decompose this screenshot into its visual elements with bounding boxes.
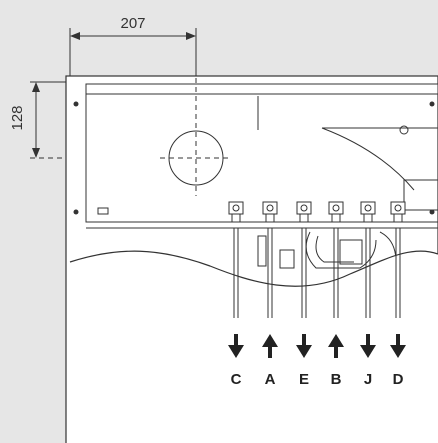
fitting-nut-c	[228, 201, 244, 215]
connection-d: D	[390, 334, 406, 388]
fitting-e	[296, 201, 312, 223]
fitting-bore-c	[232, 204, 240, 212]
fitting-stem-e	[299, 213, 309, 223]
fitting-stem-d	[393, 213, 403, 223]
arrow-shaft-a	[268, 346, 272, 358]
fitting-bore-a	[266, 204, 274, 212]
dim-arrowhead-left	[70, 32, 80, 40]
cutaway-fill	[70, 251, 438, 443]
arrow-shaft-e	[302, 334, 306, 346]
pipe-drops	[233, 228, 401, 318]
mount-dot-tl	[73, 101, 79, 107]
fitting-nut-j	[360, 201, 376, 215]
dimension-horizontal: 207	[69, 15, 197, 78]
fitting-d	[390, 201, 406, 223]
connection-label-d: D	[393, 371, 404, 388]
dim-arrowhead-bottom	[32, 148, 40, 158]
connection-c: C	[228, 334, 244, 388]
connection-a: A	[262, 334, 278, 388]
mount-dot-tr	[429, 101, 435, 107]
fitting-nut-b	[328, 201, 344, 215]
connection-j: J	[360, 334, 376, 388]
arrow-down-icon	[360, 345, 376, 358]
fitting-stem-c	[231, 213, 241, 223]
mount-dot-br	[429, 209, 435, 215]
arrow-shaft-d	[396, 334, 400, 346]
valve-body-1	[339, 239, 363, 265]
pipe-fittings	[228, 201, 406, 223]
arrow-up-icon	[328, 334, 344, 347]
fitting-b	[328, 201, 344, 223]
small-clip	[97, 207, 109, 215]
fitting-j	[360, 201, 376, 223]
fitting-nut-e	[296, 201, 312, 215]
arrow-shaft-c	[234, 334, 238, 346]
valve-body-3	[257, 235, 267, 267]
fitting-nut-d	[390, 201, 406, 215]
fitting-stem-b	[331, 213, 341, 223]
dim-arrowhead-right	[186, 32, 196, 40]
arrow-shaft-b	[334, 346, 338, 358]
arrow-down-icon	[296, 345, 312, 358]
connection-b: B	[328, 334, 344, 388]
fitting-stem-a	[265, 213, 275, 223]
fitting-bore-j	[364, 204, 372, 212]
valve-body-2	[279, 249, 295, 269]
connection-e: E	[296, 334, 312, 388]
arrow-down-icon	[390, 345, 406, 358]
arrow-down-icon	[228, 345, 244, 358]
dim-label-vertical: 128	[9, 105, 26, 130]
dim-label-horizontal: 207	[120, 15, 145, 32]
internal-duct	[321, 127, 438, 191]
fitting-bore-b	[332, 204, 340, 212]
screw-right	[399, 125, 409, 135]
arrow-shaft-j	[366, 334, 370, 346]
connection-label-c: C	[231, 371, 242, 388]
fitting-nut-a	[262, 201, 278, 215]
connection-label-b: B	[331, 371, 342, 388]
side-bracket	[403, 179, 438, 211]
arrow-up-icon	[262, 334, 278, 347]
connection-label-e: E	[299, 371, 309, 388]
fitting-stem-j	[363, 213, 373, 223]
top-rail	[85, 83, 438, 95]
connection-label-a: A	[265, 371, 276, 388]
flue-outlet	[160, 78, 232, 196]
mount-dot-bl	[73, 209, 79, 215]
pipe-loop-2	[315, 235, 354, 263]
fitting-c	[228, 201, 244, 223]
fitting-bore-e	[300, 204, 308, 212]
connection-label-j: J	[364, 371, 372, 388]
fitting-bore-d	[394, 204, 402, 212]
cutaway-line	[69, 250, 438, 287]
fitting-a	[262, 201, 278, 223]
dim-arrowhead-top	[32, 82, 40, 92]
